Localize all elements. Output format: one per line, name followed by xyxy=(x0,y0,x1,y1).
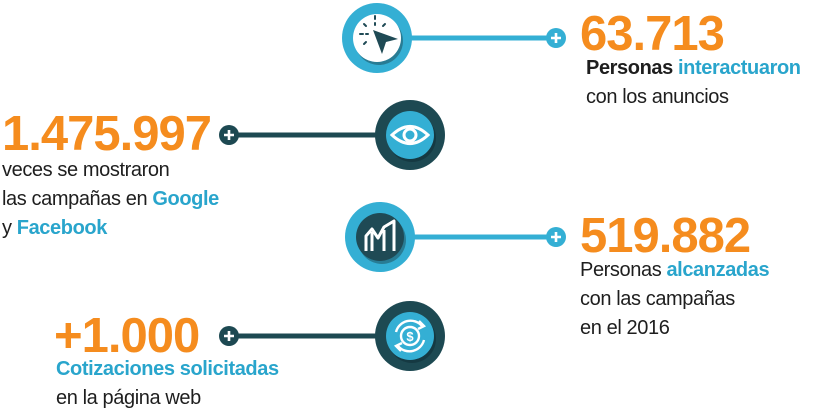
stat-4-description: Cotizaciones solicitadas en la página web xyxy=(56,355,279,413)
description-line: en la página web xyxy=(56,384,279,413)
stat-2-connector xyxy=(219,125,380,145)
highlight-text: Cotizaciones solicitadas xyxy=(56,358,279,380)
description-text: con los anuncios xyxy=(586,86,729,108)
stat-2-description: veces se mostraron las campañas en Google… xyxy=(2,156,219,243)
description-line: en el 2016 xyxy=(580,314,769,343)
description-text: en la página web xyxy=(56,387,201,409)
description-text: Personas xyxy=(586,57,679,79)
eye-icon xyxy=(375,100,445,170)
highlight-text: Google xyxy=(152,188,219,210)
stat-3-connector xyxy=(410,227,566,247)
description-text: Personas xyxy=(580,259,667,281)
stat-3-description: Personas alcanzadas con las campañas en el… xyxy=(580,256,770,343)
description-text: veces se mostraron xyxy=(2,159,170,181)
description-text: y xyxy=(2,217,17,239)
description-text: en el 2016 xyxy=(580,317,670,339)
description-line: con las campañas xyxy=(580,285,769,314)
stat-2-number: 1.475.997 xyxy=(2,107,212,161)
growth-chart-icon xyxy=(345,202,415,272)
stat-4-connector xyxy=(219,326,380,346)
description-line: veces se mostraron xyxy=(2,156,219,185)
stat-1-connector xyxy=(410,28,566,48)
description-line: y Facebook xyxy=(2,214,219,243)
svg-text:$: $ xyxy=(406,329,414,344)
description-text: las campañas en xyxy=(2,188,153,210)
stat-3-number: 519.882 xyxy=(580,209,751,263)
highlight-text: Facebook xyxy=(16,217,108,239)
description-line: con los anuncios xyxy=(586,83,801,112)
cursor-arrow-icon xyxy=(342,3,412,73)
description-line: las campañas en Google xyxy=(2,185,219,214)
description-line: Cotizaciones solicitadas xyxy=(56,355,279,384)
highlight-text: interactuaron xyxy=(678,57,801,79)
description-line: Personas interactuaron xyxy=(586,54,801,83)
dollar-cycle-icon: $ xyxy=(375,301,445,371)
description-text: con las campañas xyxy=(580,288,735,310)
description-line: Personas alcanzadas xyxy=(580,256,770,285)
stat-1-number: 63.713 xyxy=(580,7,725,61)
stat-1-description: Personas interactuaron con los anuncios xyxy=(586,54,801,112)
highlight-text: alcanzadas xyxy=(666,259,770,281)
stat-4-number: +1.000 xyxy=(54,309,200,363)
